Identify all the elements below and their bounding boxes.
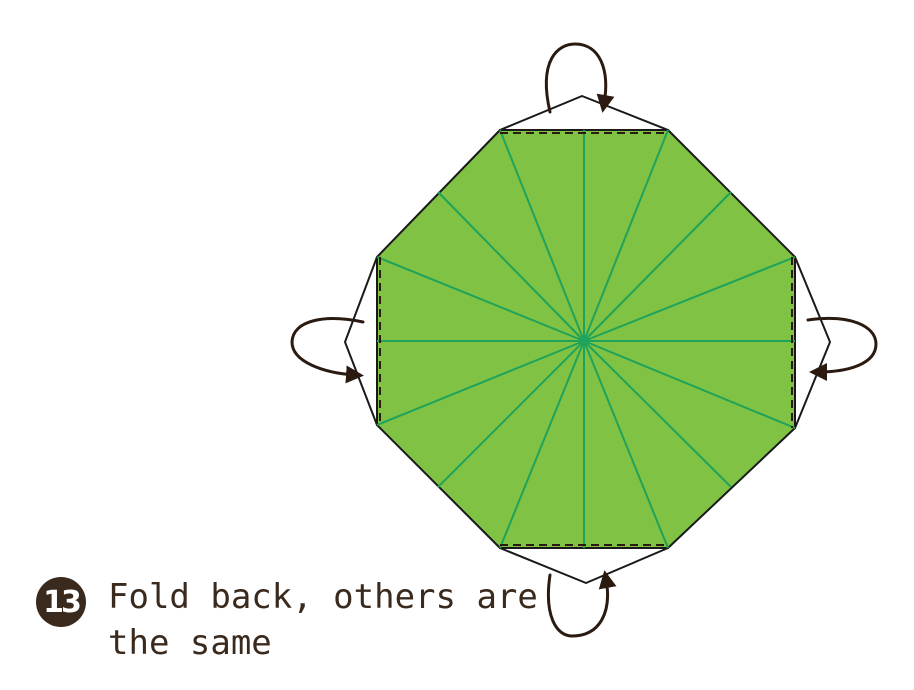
fold-back-arrow-top-icon (544, 42, 615, 114)
fold-back-arrow-left-icon (290, 317, 365, 384)
dashed-fold-lines (379, 132, 793, 546)
top-flap (499, 95, 669, 131)
right-flap (794, 256, 831, 429)
back-flaps (344, 95, 831, 584)
left-flap (344, 256, 378, 426)
step-number-badge: 13 (36, 577, 86, 627)
fold-back-arrow-bottom-icon (547, 570, 617, 638)
center-point (579, 336, 589, 346)
step-instruction: Fold back, others are the same (108, 577, 538, 663)
fold-back-arrow-right-icon (806, 316, 878, 381)
radial-creases (376, 129, 796, 549)
